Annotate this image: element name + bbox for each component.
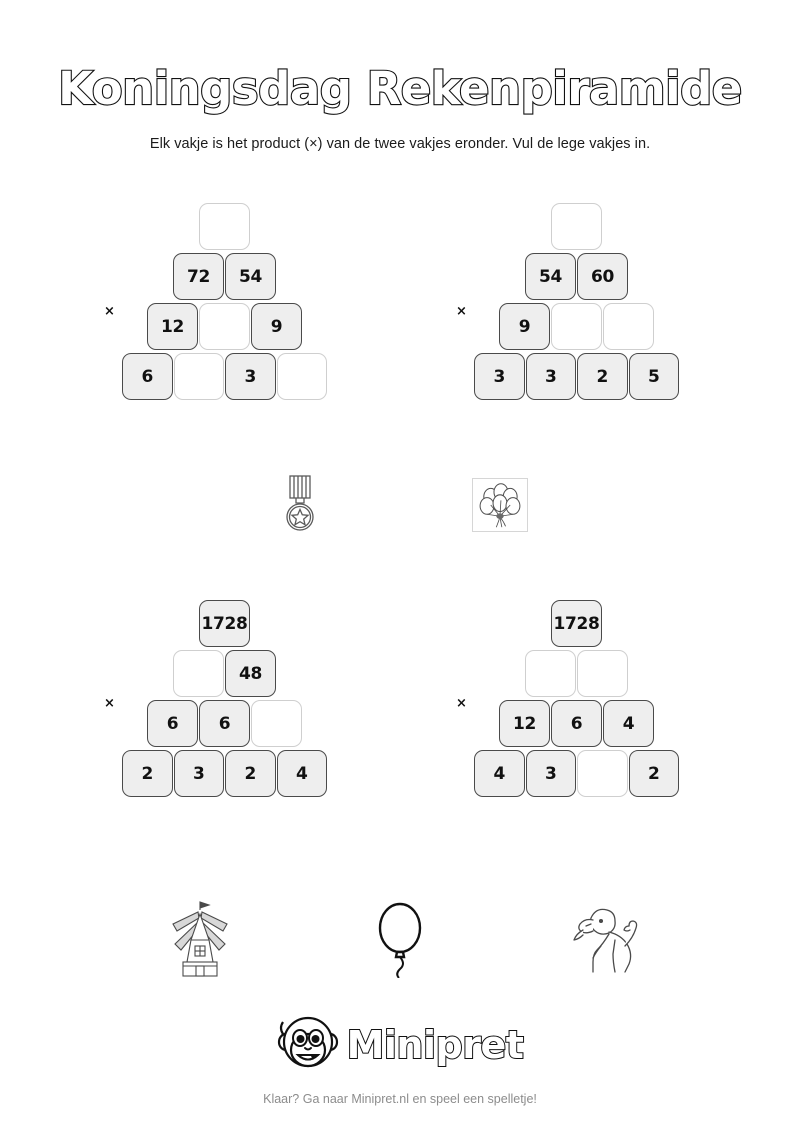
pyramid-cell-filled: 3 (225, 353, 276, 400)
pyramid-cell-empty[interactable] (276, 353, 327, 400)
pyramid-cell-filled: 9 (251, 303, 302, 350)
pyramid-cell-filled: 2 (577, 353, 628, 400)
footer-note: Klaar? Ga naar Minipret.nl en speel een … (263, 1092, 537, 1106)
pyramid-cell-filled: 1728 (199, 600, 250, 647)
pyramid-cell-empty[interactable] (251, 700, 302, 747)
pyramid-cell-filled: 54 (525, 253, 576, 300)
balloon-icon (375, 898, 425, 979)
pyramid-cell-filled: 48 (225, 650, 276, 697)
page-title: Koningsdag Rekenpiramide (57, 61, 743, 116)
pyramid-cell-filled: 3 (525, 353, 576, 400)
pyramid-row: 48 (122, 650, 327, 697)
pyramid-cell-empty[interactable] (199, 203, 250, 250)
medal-icon (278, 474, 322, 532)
operator-symbol-pyramid-2: × (456, 304, 467, 319)
pyramid-cell-filled: 6 (199, 700, 250, 747)
pyramid-cell-filled: 54 (225, 253, 276, 300)
pyramid-cell-filled: 6 (147, 700, 198, 747)
pyramid-cell-filled: 4 (474, 750, 525, 797)
pyramid-cell-empty[interactable] (525, 650, 576, 697)
pyramid-cell-empty[interactable] (551, 303, 602, 350)
operator-symbol-pyramid-4: × (456, 696, 467, 711)
pyramid-row: 9 (474, 303, 679, 350)
brand-logo: Minipret (0, 1014, 800, 1075)
pyramid-cell-filled: 12 (499, 700, 550, 747)
pyramid-row: 1728 (474, 600, 679, 647)
pyramid-cell-empty[interactable] (199, 303, 250, 350)
pyramid-cell-filled: 6 (122, 353, 173, 400)
pyramid-cell-filled: 4 (603, 700, 654, 747)
pyramid-cell-filled: 5 (628, 353, 679, 400)
pyramid-cell-filled: 2 (628, 750, 679, 797)
pyramid-cell-filled: 60 (577, 253, 628, 300)
pyramid-cell-filled: 6 (551, 700, 602, 747)
pyramid-cell-filled: 72 (173, 253, 224, 300)
pyramid-row (474, 650, 679, 697)
lion-icon (563, 902, 641, 974)
pyramid-row: 12 9 (122, 303, 327, 350)
pyramid-cell-filled: 3 (474, 353, 525, 400)
pyramid-cell-filled: 2 (122, 750, 173, 797)
pyramid-cell-empty[interactable] (577, 650, 628, 697)
pyramid-cell-filled: 3 (173, 750, 224, 797)
brand-name: Minipret (346, 1022, 525, 1067)
monkey-face-logo (277, 1014, 339, 1075)
pyramid-row (474, 203, 679, 250)
pyramid-cell-filled: 4 (276, 750, 327, 797)
pyramid-cell-empty[interactable] (577, 750, 628, 797)
pyramid-cell-empty[interactable] (173, 353, 224, 400)
balloon-bunch-icon (472, 478, 528, 532)
pyramid-cell-filled: 12 (147, 303, 198, 350)
pyramid-row: 1728 (122, 600, 327, 647)
pyramid-row (122, 203, 327, 250)
pyramid-cell-empty[interactable] (551, 203, 602, 250)
instructions-text: Elk vakje is het product (×) van de twee… (149, 136, 651, 152)
pyramid-cell-filled: 9 (499, 303, 550, 350)
pyramid-cell-filled: 2 (225, 750, 276, 797)
pyramid-cell-empty[interactable] (173, 650, 224, 697)
pyramid-cell-empty[interactable] (603, 303, 654, 350)
pyramid-cell-filled: 1728 (551, 600, 602, 647)
operator-symbol-pyramid-3: × (104, 696, 115, 711)
operator-symbol-pyramid-1: × (104, 304, 115, 319)
windmill-icon (165, 900, 235, 978)
pyramid-cell-filled: 3 (525, 750, 576, 797)
